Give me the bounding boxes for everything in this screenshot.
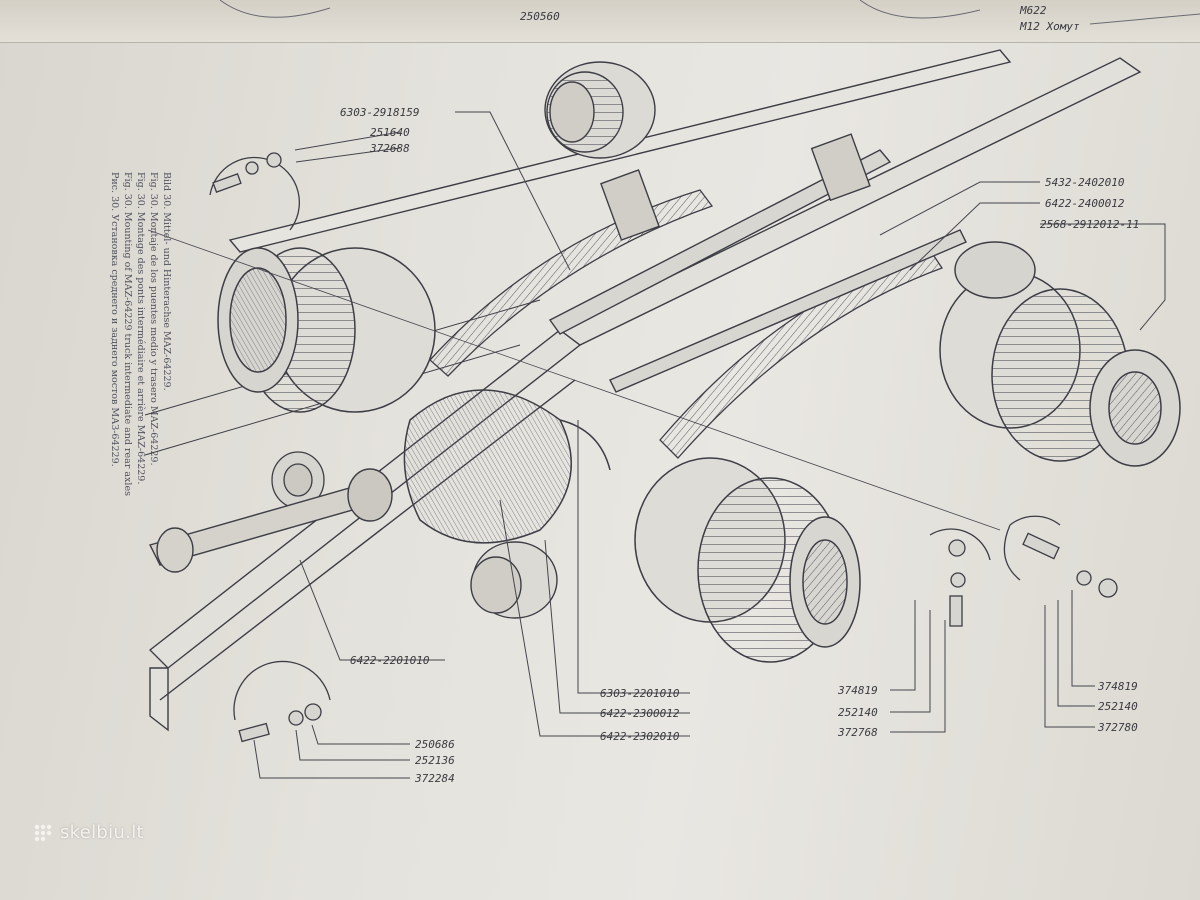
- hub-front-left: [470, 541, 558, 619]
- label-374819-b: 374819: [1097, 680, 1138, 693]
- bolt-detail-bottom: [233, 660, 331, 743]
- torque-rods: [548, 133, 967, 393]
- top-label-m12: М12 Хомут: [1019, 20, 1080, 33]
- label-372284: 372284: [414, 772, 455, 785]
- leader-lines: [147, 111, 1166, 779]
- top-label-m622: M622: [1019, 4, 1047, 17]
- caption-es: Fig. 30. Montaje de los puentes medio y …: [148, 172, 159, 465]
- hub-rear-left: [544, 61, 656, 159]
- hub-mid-left: [217, 247, 436, 413]
- hub-rear-right: [939, 241, 1181, 467]
- previous-page-strip: [0, 0, 1200, 43]
- label-5432-2402010: 5432-2402010: [1045, 176, 1125, 189]
- caption-de: Bild 30. Mittel- und Hinterachse MAZ-642…: [161, 172, 172, 391]
- label-252140-b: 252140: [1098, 700, 1138, 713]
- label-6422-2400012: 6422-2400012: [1045, 197, 1125, 210]
- label-251640: 251640: [370, 126, 410, 139]
- bolt-detail-top: [209, 152, 300, 231]
- caption-en: Fig. 30. Mounting of MAZ-64229 truck int…: [122, 172, 133, 496]
- propeller-shaft: [148, 468, 393, 573]
- caption-ru: Рис. 30. Установка среднего и заднего мо…: [109, 172, 120, 467]
- leaf-springs: [429, 189, 943, 459]
- site-watermark: skelbiu.lt: [32, 822, 144, 844]
- label-252136: 252136: [415, 754, 455, 767]
- label-252140-a: 252140: [838, 706, 878, 719]
- label-6422-2300012: 6422-2300012: [600, 707, 680, 720]
- label-372688: 372688: [369, 142, 410, 155]
- watermark-logo-icon: [34, 824, 52, 842]
- figure-caption: Рис. 30. Установка среднего и заднего мо…: [109, 172, 172, 496]
- label-372780: 372780: [1097, 721, 1138, 734]
- label-6422-2201010: 6422-2201010: [350, 654, 430, 667]
- bolt-detail-right-b: [1003, 515, 1118, 598]
- label-6303-2918159: 6303-2918159: [340, 106, 419, 119]
- watermark-text: skelbiu.lt: [60, 822, 144, 843]
- label-6303-2201010: 6303-2201010: [600, 687, 680, 700]
- label-2568-2912012-11: 2568-2912012-11: [1040, 218, 1139, 231]
- label-6422-2302010: 6422-2302010: [600, 730, 680, 743]
- top-strip-sketch: [219, 0, 1200, 25]
- label-250686: 250686: [415, 738, 455, 751]
- label-374819-a: 374819: [837, 684, 878, 697]
- caption-fr: Fig. 30. Montage des ponts intermédiaire…: [135, 172, 146, 484]
- differential-housing: [403, 389, 611, 544]
- hub-front-right: [634, 457, 861, 663]
- top-label-250560: 250560: [520, 10, 560, 23]
- bolt-detail-right-a: [929, 528, 991, 627]
- label-372768: 372768: [837, 726, 878, 739]
